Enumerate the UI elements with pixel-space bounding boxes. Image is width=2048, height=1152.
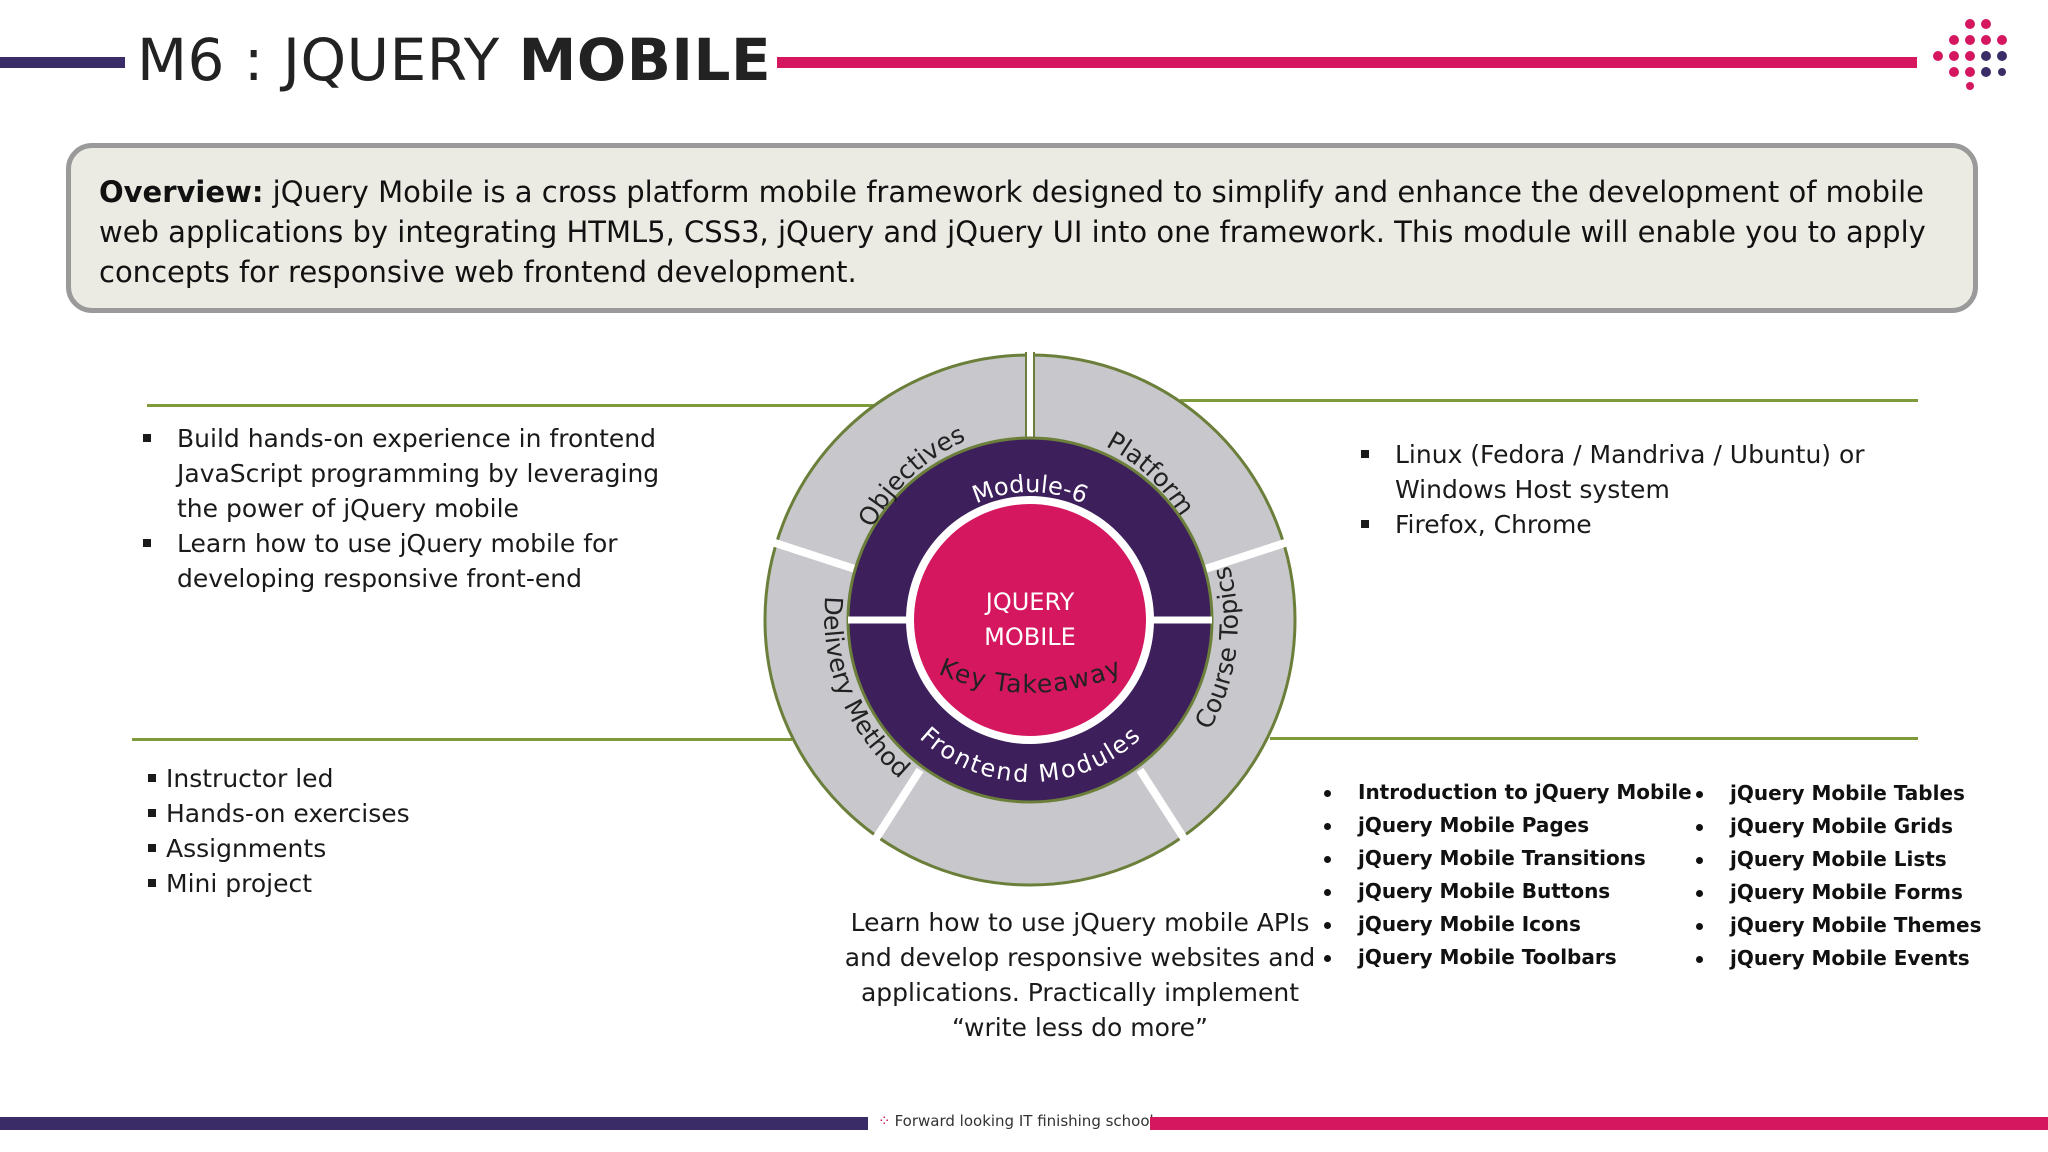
- wheel-center: [914, 504, 1146, 736]
- topic-item: jQuery Mobile Grids: [1692, 810, 1981, 843]
- overview-text: jQuery Mobile is a cross platform mobile…: [99, 175, 1926, 289]
- footer-tagline: ⁘Forward looking IT finishing school: [878, 1112, 1154, 1130]
- module-wheel-diagram: JQUERY MOBILE Module-6 Frontend Modules …: [763, 350, 1297, 887]
- takeaway-text: Learn how to use jQuery mobile APIs and …: [844, 908, 1316, 1042]
- overview-box: Overview: jQuery Mobile is a cross platf…: [66, 143, 1978, 313]
- platform-list: Linux (Fedora / Mandriva / Ubuntu) or Wi…: [1361, 437, 1881, 542]
- page-title: M6 : JQUERY MOBILE: [137, 22, 771, 98]
- topics-divider: [1270, 737, 1918, 740]
- topics-column-2: jQuery Mobile Tables jQuery Mobile Grids…: [1692, 777, 1981, 975]
- title-prefix: M6 : JQUERY: [137, 26, 519, 94]
- header-left-bar: [0, 57, 125, 68]
- topic-item: jQuery Mobile Pages: [1320, 809, 1692, 842]
- topic-item: jQuery Mobile Events: [1692, 942, 1981, 975]
- delivery-item: Hands-on exercises: [146, 796, 546, 831]
- delivery-divider: [132, 738, 792, 741]
- topic-item: Introduction to jQuery Mobile: [1320, 776, 1692, 809]
- logo-dots-icon: [1933, 19, 2007, 90]
- wheel-separators: [770, 350, 1290, 843]
- footer-left-bar: [0, 1117, 868, 1130]
- topic-item: jQuery Mobile Toolbars: [1320, 941, 1692, 974]
- topic-item: jQuery Mobile Icons: [1320, 908, 1692, 941]
- objectives-list: Build hands-on experience in frontend Ja…: [143, 421, 703, 596]
- platform-item: Linux (Fedora / Mandriva / Ubuntu) or Wi…: [1361, 437, 1881, 507]
- wheel-center-line2: MOBILE: [984, 623, 1076, 651]
- footer-logo-icon: ⁘: [878, 1112, 891, 1130]
- delivery-item: Assignments: [146, 831, 546, 866]
- platform-item: Firefox, Chrome: [1361, 507, 1881, 542]
- topic-item: jQuery Mobile Buttons: [1320, 875, 1692, 908]
- topic-item: jQuery Mobile Themes: [1692, 909, 1981, 942]
- header-right-bar: [777, 57, 1917, 68]
- objective-item: Learn how to use jQuery mobile for devel…: [143, 526, 703, 596]
- topic-item: jQuery Mobile Lists: [1692, 843, 1981, 876]
- topics-column-1: Introduction to jQuery Mobile jQuery Mob…: [1320, 776, 1692, 974]
- footer-right-bar: [1150, 1117, 2048, 1130]
- delivery-list: Instructor led Hands-on exercises Assign…: [146, 761, 546, 901]
- topic-item: jQuery Mobile Transitions: [1320, 842, 1692, 875]
- objectives-divider: [147, 404, 877, 407]
- topic-item: jQuery Mobile Tables: [1692, 777, 1981, 810]
- delivery-item: Instructor led: [146, 761, 546, 796]
- topic-item: jQuery Mobile Forms: [1692, 876, 1981, 909]
- platform-divider: [1180, 399, 1918, 402]
- title-bold: MOBILE: [518, 26, 772, 94]
- footer-text: Forward looking IT finishing school: [894, 1112, 1154, 1130]
- overview-label: Overview:: [99, 175, 264, 209]
- wheel-center-line1: JQUERY: [984, 588, 1075, 616]
- objective-item: Build hands-on experience in frontend Ja…: [143, 421, 703, 526]
- delivery-item: Mini project: [146, 866, 546, 901]
